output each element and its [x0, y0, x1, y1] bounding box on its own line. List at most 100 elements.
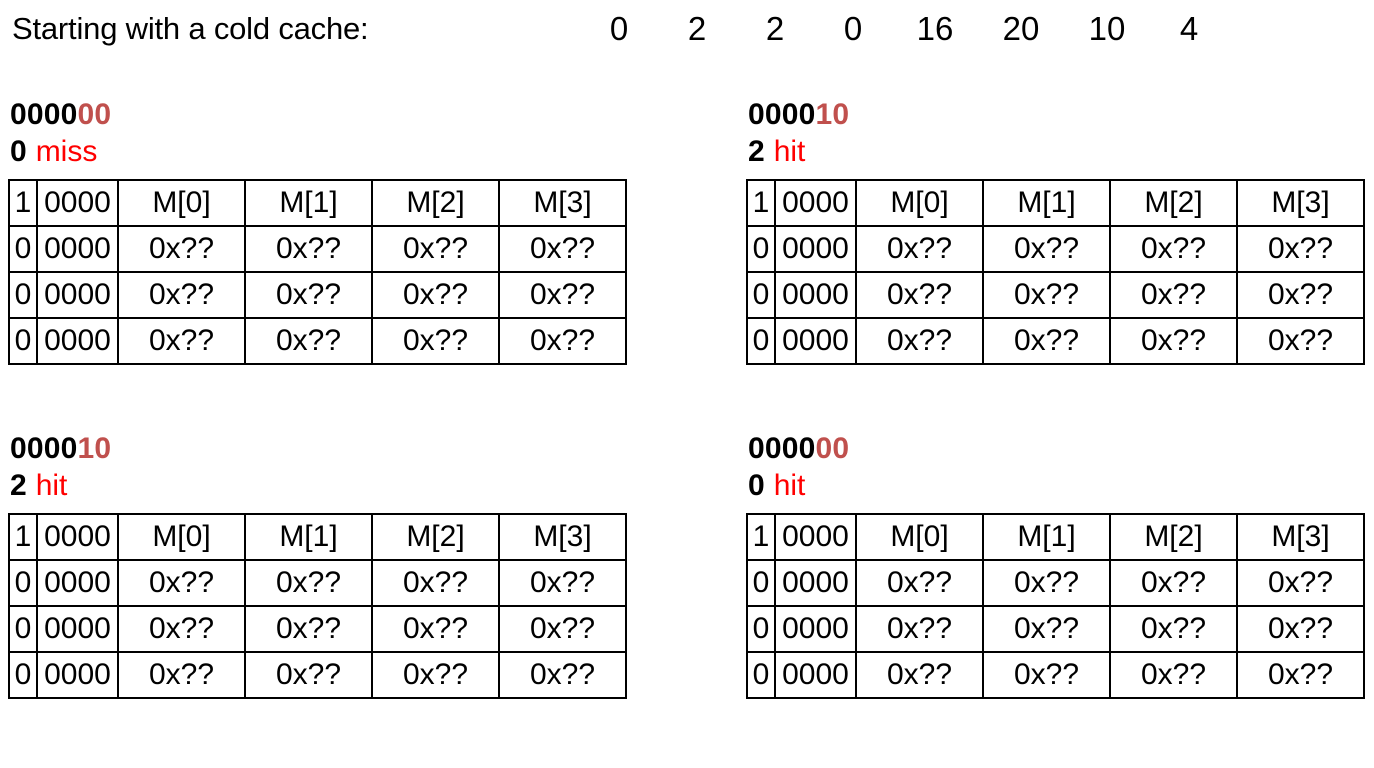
table-row: 1 0000 M[0] M[1] M[2] M[3]: [746, 179, 1365, 227]
data-cell: 0x??: [982, 225, 1111, 273]
table-row: 0 0000 0x?? 0x?? 0x?? 0x??: [8, 651, 627, 699]
data-cell: 0x??: [498, 317, 627, 365]
valid-bit-cell: 0: [746, 271, 776, 319]
valid-bit-cell: 0: [746, 317, 776, 365]
data-cell: 0x??: [855, 225, 984, 273]
data-cell: 0x??: [117, 271, 246, 319]
data-cell: 0x??: [1236, 559, 1365, 607]
tag-cell: 0000: [36, 651, 119, 699]
access-sequence-item: 0: [843, 10, 863, 47]
table-row: 0 0000 0x?? 0x?? 0x?? 0x??: [8, 225, 627, 273]
data-cell: 0x??: [982, 271, 1111, 319]
data-cell: 0x??: [244, 559, 373, 607]
data-cell: 0x??: [498, 605, 627, 653]
data-cell: 0x??: [1236, 317, 1365, 365]
data-cell: 0x??: [117, 559, 246, 607]
cache-table: 1 0000 M[0] M[1] M[2] M[3] 0 0000 0x?? 0…: [8, 513, 627, 699]
valid-bit-cell: 0: [8, 271, 38, 319]
valid-bit-cell: 1: [8, 179, 38, 227]
data-cell: 0x??: [117, 651, 246, 699]
valid-bit-cell: 0: [8, 559, 38, 607]
tag-cell: 0000: [36, 225, 119, 273]
data-cell: M[1]: [244, 513, 373, 561]
tag-cell: 0000: [774, 605, 857, 653]
table-row: 0 0000 0x?? 0x?? 0x?? 0x??: [8, 317, 627, 365]
access-address-decimal: 0: [10, 135, 27, 168]
tag-cell: 0000: [774, 651, 857, 699]
tag-cell: 0000: [774, 179, 857, 227]
tag-cell: 0000: [774, 271, 857, 319]
table-row: 0 0000 0x?? 0x?? 0x?? 0x??: [746, 317, 1365, 365]
data-cell: M[3]: [1236, 513, 1365, 561]
tag-cell: 0000: [36, 559, 119, 607]
data-cell: M[1]: [244, 179, 373, 227]
table-row: 0 0000 0x?? 0x?? 0x?? 0x??: [746, 271, 1365, 319]
data-cell: 0x??: [371, 271, 500, 319]
data-cell: 0x??: [982, 605, 1111, 653]
data-cell: M[1]: [982, 179, 1111, 227]
address-prefix-bits: 0000: [748, 432, 816, 465]
data-cell: 0x??: [244, 605, 373, 653]
data-cell: 0x??: [982, 317, 1111, 365]
data-cell: M[3]: [1236, 179, 1365, 227]
data-cell: 0x??: [244, 271, 373, 319]
address-prefix-bits: 0000: [10, 98, 78, 131]
binary-address: 000000: [8, 98, 628, 131]
data-cell: 0x??: [1236, 605, 1365, 653]
table-row: 0 0000 0x?? 0x?? 0x?? 0x??: [746, 605, 1365, 653]
data-cell: 0x??: [371, 605, 500, 653]
data-cell: 0x??: [371, 225, 500, 273]
cache-table: 1 0000 M[0] M[1] M[2] M[3] 0 0000 0x?? 0…: [746, 179, 1365, 365]
access-sequence-item: 2: [687, 10, 707, 47]
tag-cell: 0000: [36, 179, 119, 227]
valid-bit-cell: 0: [8, 651, 38, 699]
data-cell: 0x??: [1109, 651, 1238, 699]
data-cell: 0x??: [371, 559, 500, 607]
table-row: 0 0000 0x?? 0x?? 0x?? 0x??: [746, 225, 1365, 273]
data-cell: 0x??: [244, 317, 373, 365]
data-cell: M[1]: [982, 513, 1111, 561]
table-row: 0 0000 0x?? 0x?? 0x?? 0x??: [746, 559, 1365, 607]
data-cell: 0x??: [371, 651, 500, 699]
access-sequence-item: 0: [609, 10, 629, 47]
table-row: 1 0000 M[0] M[1] M[2] M[3]: [8, 179, 627, 227]
access-address-decimal: 2: [10, 469, 27, 502]
data-cell: 0x??: [498, 271, 627, 319]
access-status-badge: hit: [773, 469, 806, 502]
valid-bit-cell: 0: [746, 225, 776, 273]
data-cell: 0x??: [982, 559, 1111, 607]
cache-table: 1 0000 M[0] M[1] M[2] M[3] 0 0000 0x?? 0…: [8, 179, 627, 365]
tag-cell: 0000: [774, 513, 857, 561]
data-cell: M[3]: [498, 513, 627, 561]
tag-cell: 0000: [36, 271, 119, 319]
tag-cell: 0000: [774, 225, 857, 273]
table-row: 1 0000 M[0] M[1] M[2] M[3]: [8, 513, 627, 561]
access-sequence: 0 2 2 0 16 20 10 4: [580, 8, 1370, 52]
data-cell: M[2]: [1109, 513, 1238, 561]
data-cell: 0x??: [1109, 605, 1238, 653]
data-cell: 0x??: [1236, 271, 1365, 319]
table-row: 0 0000 0x?? 0x?? 0x?? 0x??: [8, 559, 627, 607]
data-cell: 0x??: [244, 651, 373, 699]
valid-bit-cell: 0: [746, 559, 776, 607]
address-prefix-bits: 0000: [10, 432, 78, 465]
cold-cache-label: Starting with a cold cache:: [12, 11, 369, 46]
access-status-badge: hit: [773, 135, 806, 168]
data-cell: M[0]: [117, 513, 246, 561]
data-cell: 0x??: [855, 271, 984, 319]
access-status-badge: miss: [35, 135, 98, 168]
address-offset-bits: 00: [815, 432, 850, 465]
access-sequence-item: 4: [1179, 10, 1199, 47]
data-cell: M[0]: [117, 179, 246, 227]
access-sequence-item: 20: [1002, 10, 1040, 47]
valid-bit-cell: 1: [746, 513, 776, 561]
access-address-decimal: 2: [748, 135, 765, 168]
valid-bit-cell: 1: [8, 513, 38, 561]
data-cell: 0x??: [1109, 317, 1238, 365]
data-cell: 0x??: [855, 605, 984, 653]
data-cell: 0x??: [1109, 271, 1238, 319]
